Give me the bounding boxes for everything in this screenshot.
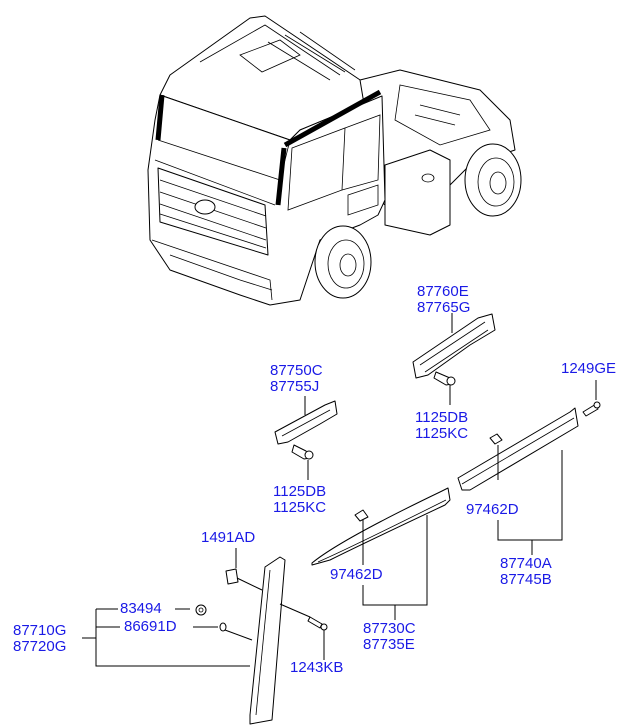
rear-wheel — [464, 143, 522, 217]
part-number-87730C[interactable]: 87730C — [363, 620, 416, 637]
upper-bracket-part[interactable] — [412, 313, 496, 379]
nut-83494[interactable] — [195, 604, 207, 616]
part-number-97462D[interactable]: 97462D — [330, 566, 383, 583]
part-number-1243KB[interactable]: 1243KB — [290, 659, 344, 676]
part-number-87760E[interactable]: 87760E — [417, 283, 469, 300]
bolt-1125DB-lower[interactable] — [291, 444, 314, 460]
part-number-1491AD[interactable]: 1491AD — [201, 529, 256, 546]
screw-1249GE[interactable] — [582, 401, 601, 417]
label-97462D-right[interactable]: 97462D — [466, 502, 519, 518]
part-number-87720G[interactable]: 87720G — [13, 638, 67, 655]
clip-1491AD[interactable] — [225, 568, 239, 585]
label-86691D[interactable]: 86691D — [124, 619, 177, 635]
label-83494[interactable]: 83494 — [120, 601, 162, 617]
part-number-1125KC[interactable]: 1125KC — [273, 499, 327, 516]
rear-side-garnish-part[interactable] — [457, 407, 579, 491]
washer-86691D[interactable] — [219, 622, 227, 632]
label-lower-bracket[interactable]: 87750C 87755J — [270, 363, 323, 395]
front-wheel — [314, 225, 372, 299]
truck-illustration — [147, 15, 522, 306]
label-rear-side-garnish[interactable]: 87740A 87745B — [500, 556, 552, 588]
label-pillar-trim[interactable]: 87710G 87720G — [13, 623, 66, 655]
highlight-a-pillar-right — [275, 147, 287, 206]
pillar-trim-part[interactable] — [249, 556, 286, 725]
label-front-side-garnish[interactable]: 87730C 87735E — [363, 621, 416, 653]
part-number-87755J[interactable]: 87755J — [270, 378, 320, 395]
part-number-86691D[interactable]: 86691D — [124, 618, 177, 635]
part-number-87735E[interactable]: 87735E — [363, 636, 415, 653]
truck-logo — [194, 199, 216, 215]
label-1249GE[interactable]: 1249GE — [561, 361, 616, 377]
part-number-87740A[interactable]: 87740A — [500, 555, 552, 572]
part-number-83494[interactable]: 83494 — [120, 600, 162, 617]
part-number-1125DB[interactable]: 1125DB — [273, 483, 327, 500]
highlight-a-pillar-left — [155, 94, 165, 141]
part-number-87745B[interactable]: 87745B — [500, 571, 552, 588]
part-number-87710G[interactable]: 87710G — [13, 622, 67, 639]
lower-bracket-part[interactable] — [274, 400, 338, 445]
label-upper-bracket[interactable]: 87760E 87765G — [417, 284, 470, 316]
bolt-1125DB-upper[interactable] — [433, 371, 456, 386]
part-number-87765G[interactable]: 87765G — [417, 299, 471, 316]
part-number-97462D[interactable]: 97462D — [466, 501, 519, 518]
label-1491AD[interactable]: 1491AD — [201, 530, 255, 546]
highlight-roof-garnish — [283, 89, 382, 148]
label-97462D-left[interactable]: 97462D — [330, 567, 383, 583]
fuel-tank — [384, 149, 451, 236]
front-side-garnish-part[interactable] — [311, 487, 451, 566]
label-bolt-lower[interactable]: 1125DB 1125KC — [273, 484, 326, 516]
part-number-1125KC[interactable]: 1125KC — [415, 425, 469, 442]
label-1243KB[interactable]: 1243KB — [290, 660, 343, 676]
part-number-1125DB[interactable]: 1125DB — [415, 409, 469, 426]
screw-1243KB[interactable] — [307, 616, 328, 631]
part-number-1249GE[interactable]: 1249GE — [561, 360, 617, 377]
label-bolt-upper[interactable]: 1125DB 1125KC — [415, 410, 468, 442]
part-number-87750C[interactable]: 87750C — [270, 362, 323, 379]
